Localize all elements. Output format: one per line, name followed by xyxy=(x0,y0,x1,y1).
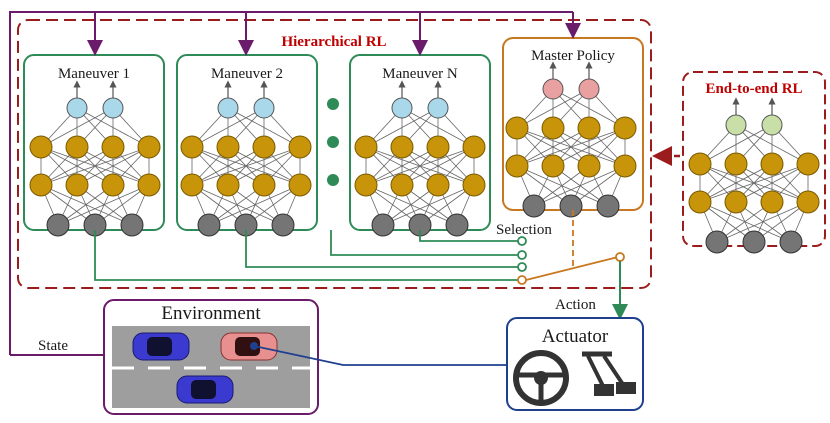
network-node xyxy=(180,173,204,197)
network-node xyxy=(354,135,378,159)
network-node xyxy=(120,213,144,237)
network-node xyxy=(216,173,240,197)
network-node xyxy=(462,135,486,159)
state-label: State xyxy=(38,338,68,354)
network-node xyxy=(688,190,712,214)
network-node xyxy=(596,194,620,218)
hierarchical-rl-label: Hierarchical RL xyxy=(281,34,386,50)
end-to-end-network xyxy=(688,97,820,254)
network-node xyxy=(101,135,125,159)
end-to-end-rl-label: End-to-end RL xyxy=(705,81,802,97)
network-node xyxy=(426,135,450,159)
maneuver-2-network xyxy=(180,80,312,237)
network-node xyxy=(101,173,125,197)
network-node xyxy=(445,213,469,237)
network-node xyxy=(541,154,565,178)
network-node xyxy=(559,194,583,218)
network-node xyxy=(542,78,564,100)
network-node xyxy=(426,173,450,197)
network-node xyxy=(613,116,637,140)
network-node xyxy=(541,116,565,140)
network-node xyxy=(390,173,414,197)
network-node xyxy=(505,154,529,178)
network-node xyxy=(354,173,378,197)
network-node xyxy=(779,230,803,254)
actuator-title: Actuator xyxy=(542,326,609,347)
network-node xyxy=(688,152,712,176)
hierarchical-rl-box xyxy=(17,19,652,289)
pink-car-icon xyxy=(220,332,278,361)
network-node xyxy=(427,97,449,119)
network-node xyxy=(271,213,295,237)
action-label: Action xyxy=(555,297,596,313)
maneuver-1-title: Maneuver 1 xyxy=(58,66,130,82)
network-node xyxy=(102,97,124,119)
network-node xyxy=(252,173,276,197)
network-node xyxy=(462,173,486,197)
network-node xyxy=(505,116,529,140)
network-node xyxy=(578,78,600,100)
network-node xyxy=(705,230,729,254)
network-node xyxy=(761,114,783,136)
network-node xyxy=(29,135,53,159)
network-node xyxy=(760,190,784,214)
network-node xyxy=(760,152,784,176)
network-node xyxy=(137,173,161,197)
network-node xyxy=(137,135,161,159)
vertical-dots-icon xyxy=(327,98,339,186)
network-node xyxy=(65,135,89,159)
network-node xyxy=(217,97,239,119)
master-policy-network xyxy=(505,61,637,218)
selection-switch xyxy=(517,210,625,285)
state-lines xyxy=(9,11,581,356)
maneuver-2-title: Maneuver 2 xyxy=(211,66,283,82)
network-node xyxy=(46,213,70,237)
network-node xyxy=(252,135,276,159)
network-node xyxy=(725,114,747,136)
network-node xyxy=(288,173,312,197)
network-node xyxy=(253,97,275,119)
blue-car-icon xyxy=(132,332,190,361)
steering-wheel-icon xyxy=(513,350,569,406)
environment-title: Environment xyxy=(161,303,261,324)
network-node xyxy=(216,135,240,159)
network-node xyxy=(197,213,221,237)
network-node xyxy=(65,173,89,197)
ego-to-actuator-line xyxy=(253,345,507,366)
blue-car-icon xyxy=(176,375,234,404)
network-node xyxy=(742,230,766,254)
network-node xyxy=(724,152,748,176)
network-node xyxy=(577,116,601,140)
maneuver-n-network xyxy=(354,80,486,237)
network-node xyxy=(180,135,204,159)
network-node xyxy=(613,154,637,178)
network-node xyxy=(796,152,820,176)
network-node xyxy=(390,135,414,159)
selection-lines xyxy=(94,230,527,281)
network-node xyxy=(391,97,413,119)
maneuver-1-network xyxy=(29,80,161,237)
network-node xyxy=(66,97,88,119)
maneuver-n-title: Maneuver N xyxy=(382,66,458,82)
network-node xyxy=(522,194,546,218)
network-node xyxy=(29,173,53,197)
network-node xyxy=(371,213,395,237)
selection-label: Selection xyxy=(496,222,552,238)
network-node xyxy=(796,190,820,214)
network-node xyxy=(577,154,601,178)
network-node xyxy=(724,190,748,214)
master-policy-title: Master Policy xyxy=(531,48,615,64)
pedals-icon xyxy=(582,351,636,396)
network-node xyxy=(288,135,312,159)
